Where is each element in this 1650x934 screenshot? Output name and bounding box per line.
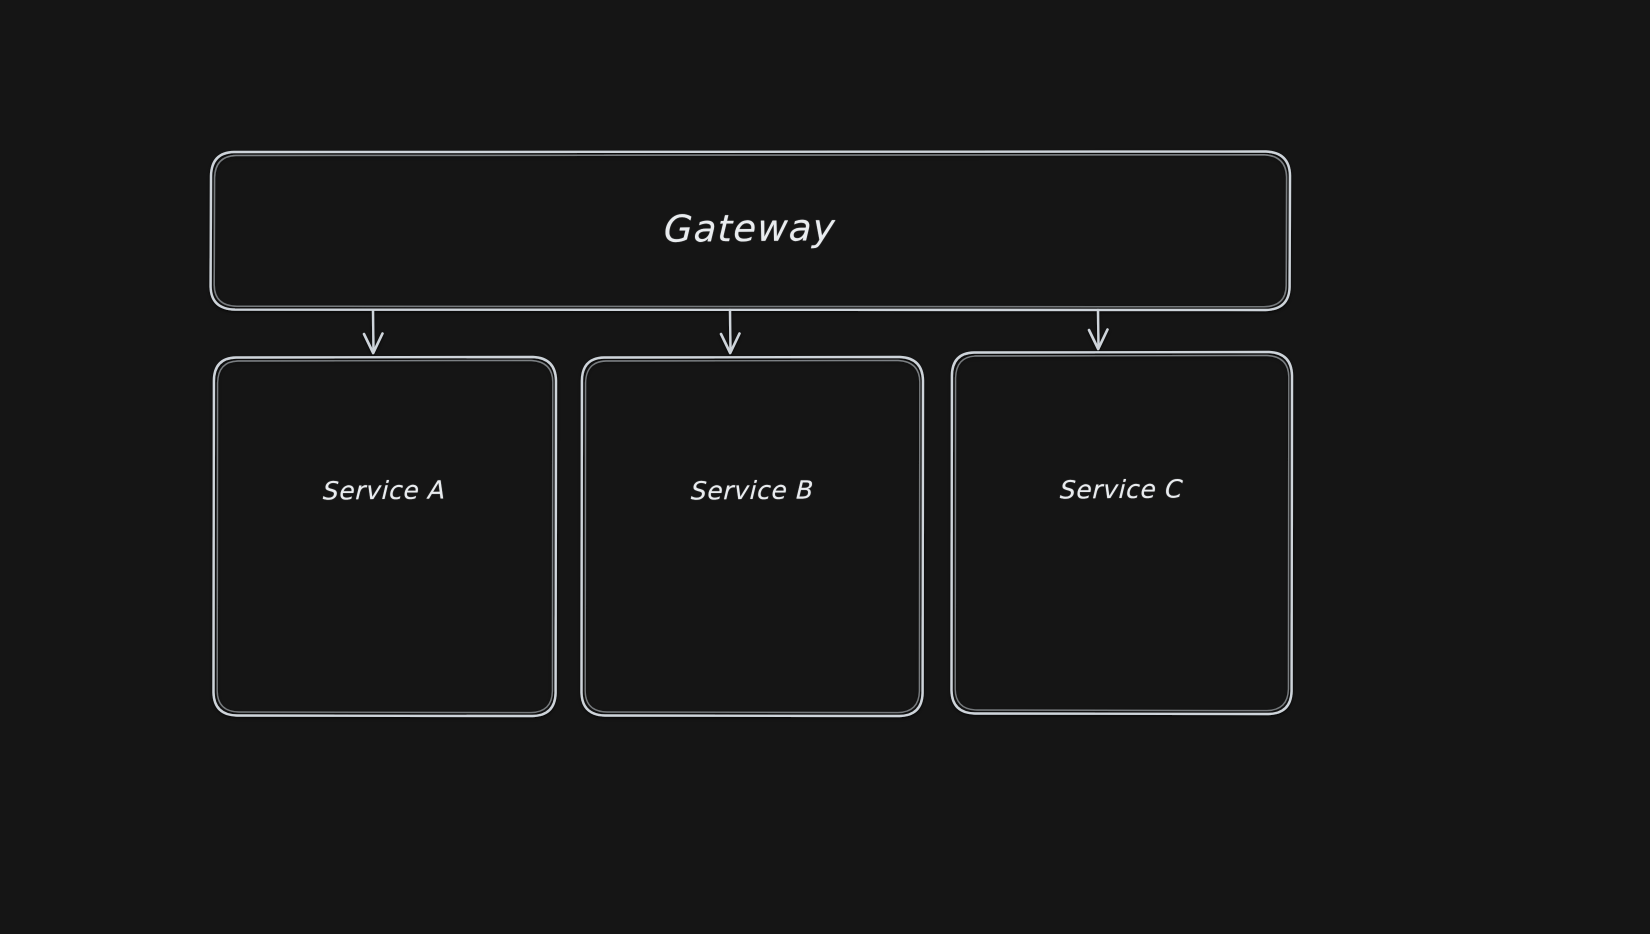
node-service-c-label: Service C xyxy=(1059,473,1184,505)
node-service-a-label: Service A xyxy=(322,475,447,506)
node-gateway-label: Gateway xyxy=(663,205,837,251)
edge-gateway-service-b xyxy=(719,308,741,355)
edge-gateway-service-c xyxy=(1087,308,1109,351)
node-service-b-label: Service B xyxy=(689,475,815,506)
node-gateway[interactable]: Gateway xyxy=(210,151,1290,311)
node-service-b[interactable]: Service B xyxy=(581,357,923,716)
node-service-c[interactable]: Service C xyxy=(951,352,1292,714)
node-service-a[interactable]: Service A xyxy=(213,357,556,716)
edge-gateway-service-a xyxy=(362,308,384,355)
